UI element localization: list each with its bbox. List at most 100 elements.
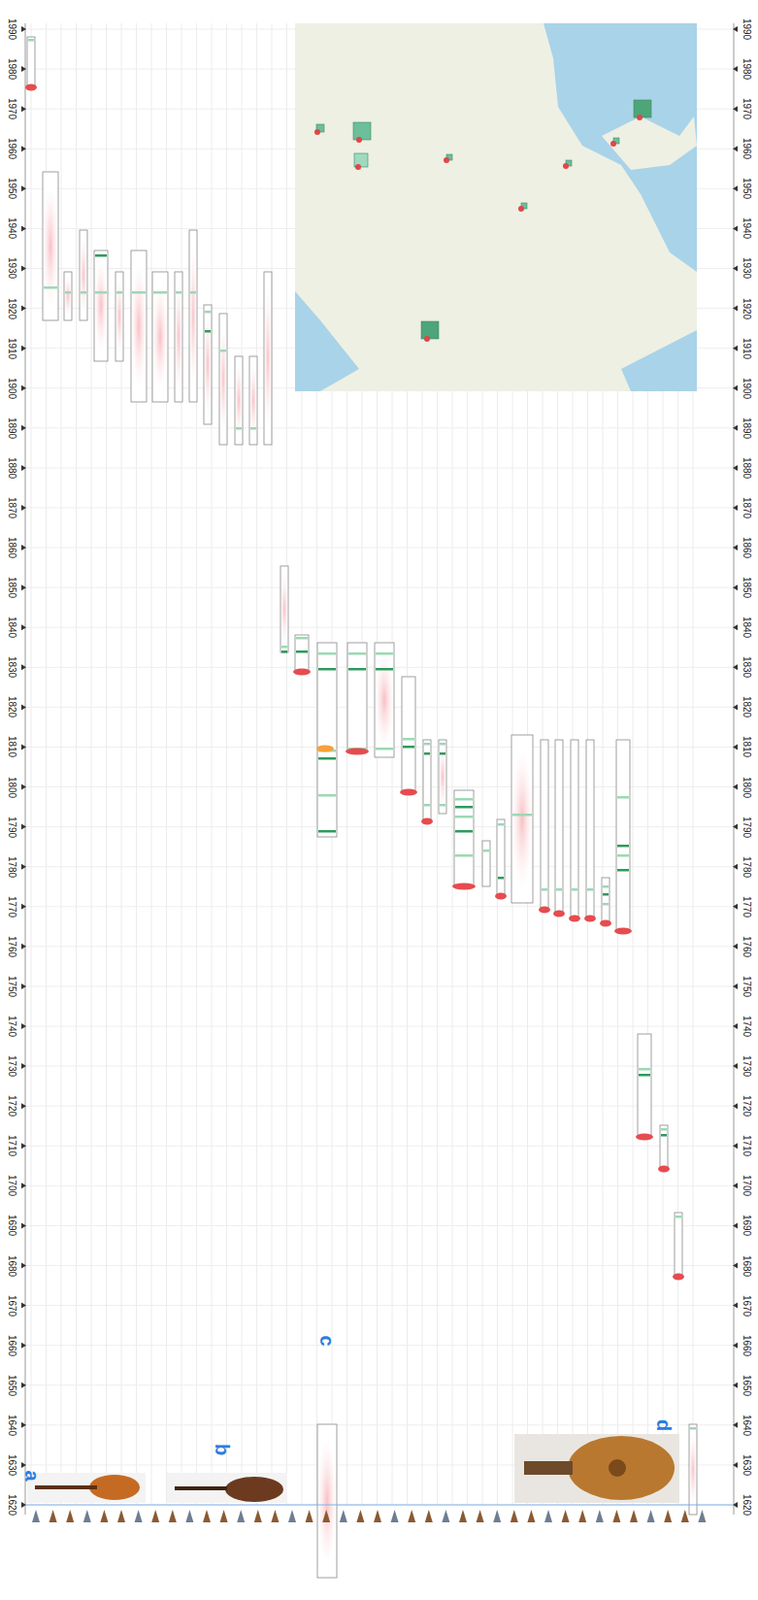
- thumbnail: [83, 1509, 92, 1522]
- event-box: [263, 271, 272, 445]
- source-tick: [175, 291, 182, 295]
- event-box: [347, 642, 367, 752]
- source-tick: [402, 745, 415, 749]
- year-label: 1700: [741, 1174, 752, 1196]
- event-box: [659, 1124, 668, 1169]
- uncertainty-band: [511, 748, 533, 889]
- axis-tick: [732, 784, 738, 791]
- year-label: 1930: [6, 257, 17, 279]
- lute-photo: [567, 1435, 675, 1500]
- year-label: 1820: [6, 695, 17, 718]
- source-tick: [556, 888, 562, 891]
- source-tick: [455, 829, 473, 833]
- year-label: 1710: [6, 1134, 17, 1156]
- map-dot: [355, 164, 362, 170]
- source-tick: [690, 1426, 696, 1430]
- source-tick: [250, 427, 257, 430]
- axis-tick: [732, 1182, 738, 1188]
- axis-tick: [732, 663, 738, 670]
- axis-tick: [732, 1342, 738, 1349]
- axis-tick: [732, 544, 738, 551]
- year-label: 1630: [741, 1453, 752, 1476]
- source-tick: [95, 254, 107, 258]
- axis-tick: [21, 1182, 27, 1188]
- thumbnail: [288, 1509, 297, 1522]
- axis-tick: [21, 185, 27, 192]
- grid-line: [25, 945, 733, 947]
- year-label: 1950: [741, 177, 752, 199]
- axis-tick: [21, 305, 27, 312]
- axis-tick: [21, 385, 27, 392]
- lane-line: [286, 23, 288, 1505]
- event-dot: [452, 883, 476, 890]
- year-label: 1830: [6, 656, 17, 678]
- event-dot: [494, 892, 507, 900]
- axis-tick: [21, 1382, 27, 1388]
- mandolin-photo: [225, 1476, 284, 1502]
- uncertainty-band: [374, 652, 395, 748]
- thumbnail: [595, 1509, 604, 1522]
- event-box: [94, 250, 108, 362]
- year-label: 1660: [741, 1334, 752, 1356]
- uncertainty-band: [42, 184, 59, 309]
- source-tick: [80, 291, 87, 295]
- year-label: 1870: [6, 496, 17, 519]
- grid-line: [25, 1384, 733, 1385]
- year-label: 1980: [741, 58, 752, 80]
- map-marker: [633, 99, 652, 118]
- year-label: 1740: [6, 1015, 17, 1037]
- year-label: 1900: [6, 377, 17, 399]
- year-label: 1730: [6, 1054, 17, 1077]
- year-label: 1940: [741, 217, 752, 239]
- uncertainty-band: [94, 260, 108, 353]
- axis-tick: [21, 903, 27, 910]
- axis-tick: [732, 1302, 738, 1309]
- event-dot: [421, 818, 433, 825]
- axis-tick: [732, 863, 738, 870]
- grid-line: [25, 547, 733, 549]
- year-label: 1890: [741, 417, 752, 439]
- axis-tick: [732, 26, 738, 33]
- axis-tick: [21, 1022, 27, 1029]
- year-label: 1770: [741, 895, 752, 918]
- source-tick: [348, 652, 366, 656]
- year-label: 1620: [741, 1493, 752, 1516]
- thumbnail: [391, 1509, 399, 1522]
- axis-tick: [732, 1102, 738, 1109]
- axis-tick: [732, 105, 738, 112]
- event-dot: [568, 915, 581, 923]
- axis-tick: [21, 863, 27, 870]
- thumbnail: [612, 1509, 621, 1522]
- axis-tick: [21, 26, 27, 33]
- source-tick: [348, 667, 366, 671]
- event-dot: [293, 668, 311, 676]
- source-tick: [455, 815, 473, 819]
- year-label: 1760: [741, 935, 752, 957]
- source-tick: [204, 329, 211, 333]
- uncertainty-band: [115, 279, 124, 355]
- year-label: 1920: [741, 296, 752, 319]
- year-label: 1970: [741, 98, 752, 120]
- source-tick: [512, 813, 532, 817]
- event-dot: [553, 910, 565, 918]
- axis-tick: [21, 65, 27, 72]
- thumbnail: [151, 1509, 160, 1522]
- axis-tick: [21, 624, 27, 630]
- thumbnail: [441, 1509, 450, 1522]
- source-tick: [296, 650, 308, 654]
- map-dot: [424, 335, 430, 342]
- event-box: [482, 840, 491, 887]
- uncertainty-band: [689, 1431, 697, 1508]
- photo-frame: [514, 1433, 680, 1503]
- source-tick: [660, 1133, 667, 1137]
- event-box: [555, 739, 563, 914]
- lane-line: [91, 23, 93, 1505]
- thumbnail: [168, 1509, 177, 1522]
- axis-line: [25, 23, 27, 1515]
- axis-tick: [732, 225, 738, 231]
- source-tick: [375, 652, 394, 656]
- axis-tick: [732, 1382, 738, 1388]
- lane-line: [135, 23, 137, 1505]
- thumbnail: [476, 1509, 485, 1522]
- year-label: 1780: [741, 856, 752, 878]
